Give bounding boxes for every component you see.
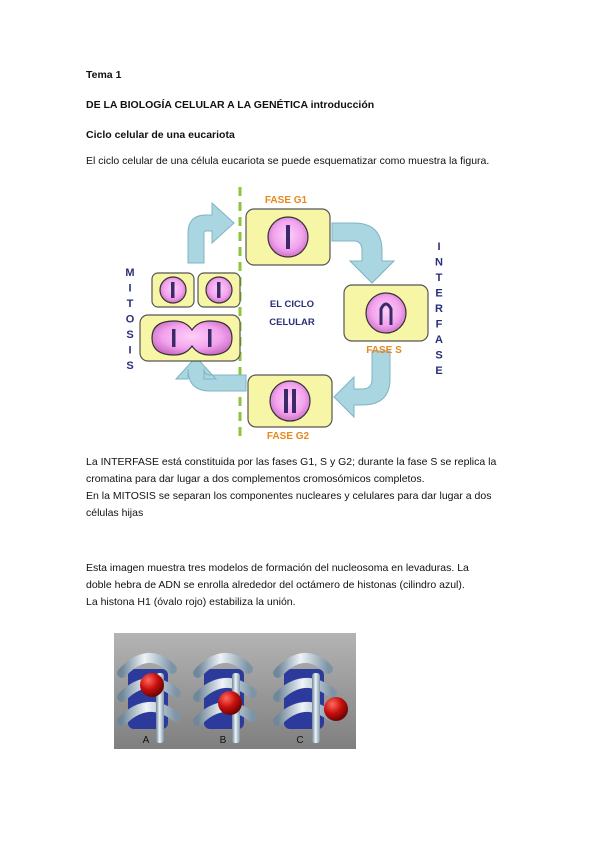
intro-paragraph: El ciclo celular de una célula eucariota…: [86, 155, 490, 167]
mitosis-letter-6: S: [126, 360, 133, 372]
interfase-letter-0: I: [437, 241, 440, 253]
mitosis-letter-3: O: [126, 314, 135, 326]
mitosis-letter-5: I: [128, 345, 131, 357]
mitosis-letter-2: T: [127, 298, 134, 310]
interfase-letter-5: F: [436, 319, 443, 331]
doc-section-heading: Ciclo celular de una eucariota: [86, 129, 235, 141]
center-label-line1: EL CICLO: [270, 299, 314, 310]
dividing-chromosome-right: [208, 329, 212, 347]
interfase-letter-6: A: [435, 334, 443, 346]
label-fase-g2: FASE G2: [267, 431, 310, 442]
mitosis-letter-1: I: [128, 283, 131, 295]
interfase-letter-2: T: [436, 272, 443, 284]
arrow-g2-to-mitosis: [174, 356, 247, 392]
interfase-paragraph-line2: cromatina para dar lugar a dos complemen…: [86, 473, 425, 485]
nucleosome-paragraph-line1: Esta imagen muestra tres modelos de form…: [86, 562, 469, 574]
model-b: [193, 652, 257, 743]
chromosome-s: [379, 302, 393, 325]
mitosis-paragraph-line2: células hijas: [86, 507, 144, 519]
chromatid-g2-left: [284, 389, 288, 413]
model-c: [273, 652, 348, 743]
nucleus-g2: [269, 380, 311, 422]
interfase-letter-3: E: [435, 288, 442, 300]
daughter-chromosome-right: [217, 282, 221, 298]
mitosis-paragraph-line1: En la MITOSIS se separan los componentes…: [86, 490, 492, 502]
arrow-s-to-g2: [333, 350, 391, 419]
nucleus-s: [365, 292, 407, 334]
nucleosome-paragraph-line3: La histona H1 (óvalo rojo) estabiliza la…: [86, 596, 296, 608]
model-label-a: A: [143, 735, 150, 746]
chromatid-g2-right: [292, 389, 296, 413]
model-a: [117, 652, 181, 743]
dividing-chromosome-left: [172, 329, 176, 347]
nucleosome-models-image: A B C: [114, 633, 356, 749]
center-label-line2: CELULAR: [269, 317, 315, 328]
label-fase-g1: FASE G1: [265, 195, 308, 206]
chromosome-g1: [286, 225, 290, 249]
mitosis-letter-4: S: [126, 329, 133, 341]
interfase-letter-8: E: [435, 365, 442, 377]
mitosis-vertical-label: MITOSIS: [125, 267, 134, 372]
interfase-vertical-label: INTERFASE: [435, 241, 443, 377]
doc-title: DE LA BIOLOGÍA CELULAR A LA GENÉTICA int…: [86, 99, 375, 111]
interfase-letter-7: S: [435, 350, 442, 362]
interfase-letter-1: N: [435, 257, 443, 269]
model-label-b: B: [220, 735, 227, 746]
interfase-letter-4: R: [435, 303, 443, 315]
arrow-to-g1: [187, 201, 235, 264]
daughter-chromosome-left: [171, 282, 175, 298]
cell-cycle-diagram: FASE G1 FASE S FASE G2 EL CICLO CELULAR …: [125, 187, 443, 442]
arrow-g1-to-s: [331, 222, 396, 284]
doc-topic: Tema 1: [86, 69, 122, 81]
mitosis-letter-0: M: [125, 267, 134, 279]
model-label-c: C: [296, 735, 303, 746]
label-fase-s: FASE S: [366, 345, 402, 356]
interfase-paragraph-line1: La INTERFASE está constituida por las fa…: [86, 456, 497, 468]
nucleosome-paragraph-line2: doble hebra de ADN se enrolla alrededor …: [86, 579, 465, 591]
